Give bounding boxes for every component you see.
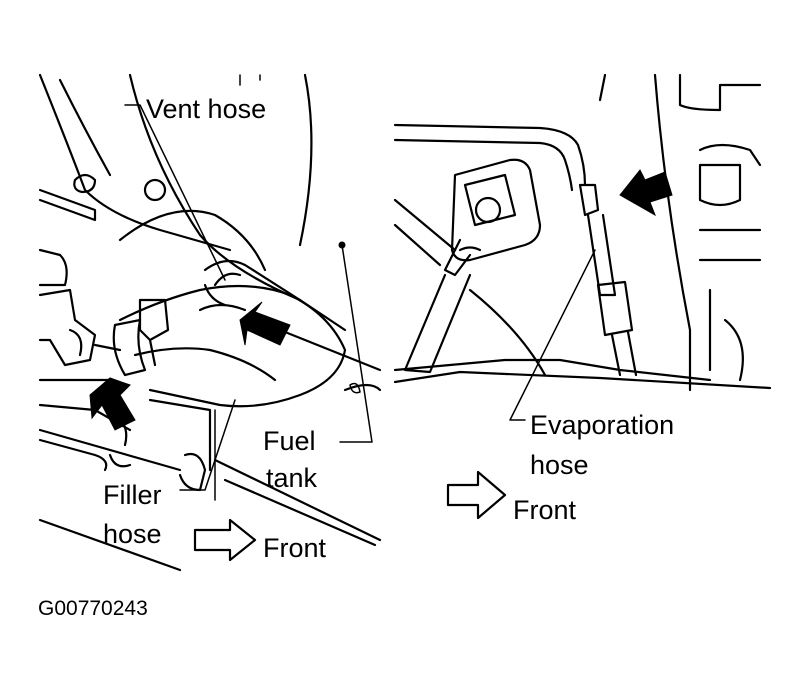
frame-strap xyxy=(393,358,712,382)
evap-pipe xyxy=(393,138,574,192)
body-edge xyxy=(708,288,744,382)
body-panel-edge xyxy=(239,74,261,86)
tank-edge xyxy=(343,383,382,392)
evaporation-label: Evaporation xyxy=(530,410,675,440)
tank-mark xyxy=(349,382,361,394)
front-arrow-icon xyxy=(193,518,257,562)
evaporation-hose-leader xyxy=(509,249,596,421)
bracket xyxy=(463,173,517,227)
body-panel-edge xyxy=(38,188,97,222)
evap-hose-clamp xyxy=(596,280,634,337)
filler-hose-label: hose xyxy=(103,519,162,549)
frame-line xyxy=(38,518,182,572)
frame-strap xyxy=(393,370,772,390)
filler-hose-body xyxy=(118,284,347,408)
bracket xyxy=(38,248,68,287)
arrow-vent-hose xyxy=(239,301,291,346)
filler-label: Filler xyxy=(103,480,162,510)
filler-neck xyxy=(178,452,207,492)
body-edge xyxy=(678,73,762,112)
arrow-filler-hose xyxy=(89,377,136,431)
arrow-evaporation-hose xyxy=(619,169,673,217)
bolt-hole xyxy=(73,173,97,194)
bracket xyxy=(450,158,542,262)
frame-strap xyxy=(393,198,457,267)
vent-hose-leader xyxy=(124,104,226,281)
evap-hose-body xyxy=(610,330,638,377)
vent-hose-body xyxy=(198,303,247,312)
front-label-left: Front xyxy=(263,533,327,563)
filler-hose-clamp xyxy=(112,318,147,377)
evap-hose-body xyxy=(586,213,617,297)
body-edge xyxy=(698,163,742,207)
body-panel-edge xyxy=(118,209,267,272)
tank-edge xyxy=(278,328,382,372)
bracket xyxy=(68,328,83,357)
vent-hose-body xyxy=(203,259,302,302)
bolt xyxy=(474,196,502,224)
body-edge xyxy=(598,73,607,102)
figure-code: G00770243 xyxy=(38,597,148,620)
tank-label: tank xyxy=(266,463,318,493)
bracket xyxy=(38,288,97,367)
frame-strap xyxy=(403,273,472,374)
evap-hose-clamp xyxy=(578,183,600,217)
filler-hose-leader xyxy=(179,399,236,491)
fuel-label: Fuel xyxy=(263,426,316,456)
vent-hose-clamp xyxy=(203,283,227,307)
front-arrow-icon xyxy=(446,470,507,520)
frame-strap xyxy=(468,288,547,377)
frame-line xyxy=(223,478,377,547)
filler-hose-clamp xyxy=(148,338,157,367)
filler-neck xyxy=(148,398,212,472)
body-edge xyxy=(653,73,692,392)
vent-hose-clamp xyxy=(213,272,242,287)
frame-line xyxy=(213,458,382,542)
fuel-tank-leader xyxy=(339,244,373,443)
evap-pipe xyxy=(393,123,587,187)
frame-line xyxy=(38,438,108,472)
body-panel-edge xyxy=(298,73,313,247)
body-edge xyxy=(698,143,762,167)
bracket xyxy=(458,246,482,252)
frame-line xyxy=(38,428,182,472)
bolt-hole xyxy=(143,178,167,202)
filler-hose-body xyxy=(133,347,277,382)
body-edge xyxy=(698,228,762,262)
filler-hose-clamp xyxy=(138,298,170,342)
bracket xyxy=(443,238,472,277)
body-panel-edge xyxy=(38,73,232,252)
evaporation-hose-label: hose xyxy=(530,450,589,480)
front-label-right: Front xyxy=(513,495,577,525)
body-panel-edge xyxy=(128,73,347,332)
vent-hose-label: Vent hose xyxy=(146,94,267,124)
body-panel-edge xyxy=(58,78,112,177)
